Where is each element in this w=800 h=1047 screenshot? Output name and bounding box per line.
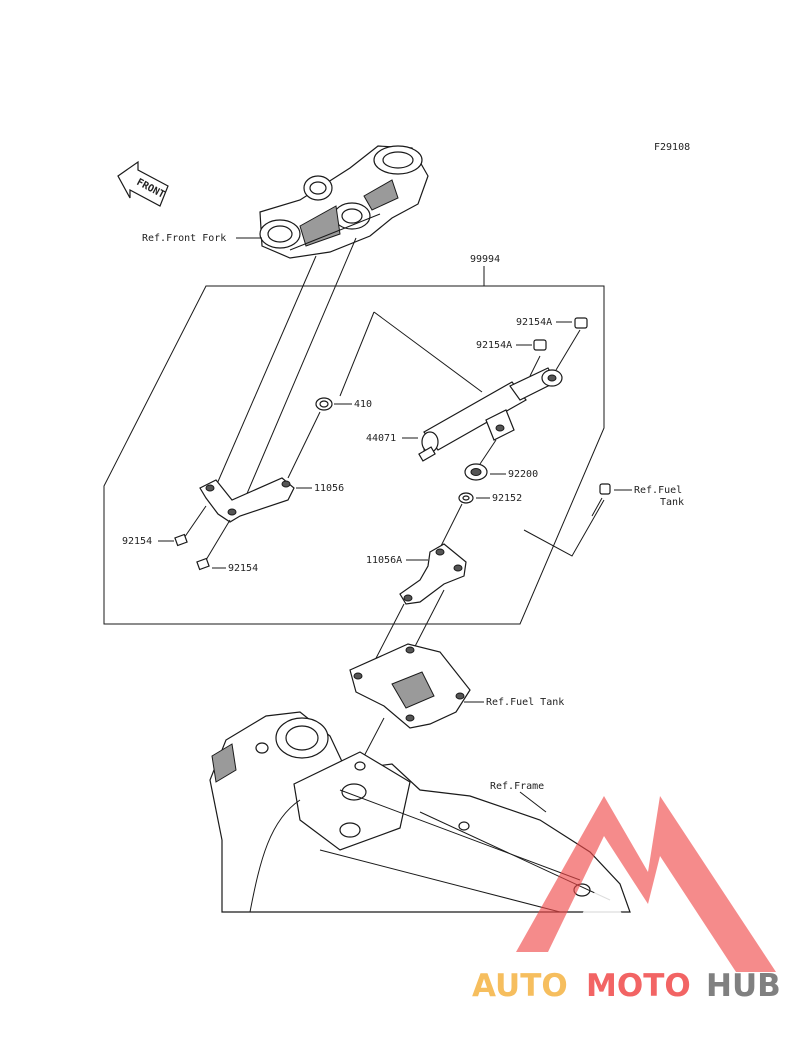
bolt-a-lower-part xyxy=(533,339,547,351)
kit-label: 99994 xyxy=(470,254,500,265)
bolt-a-upper-label: 92154A xyxy=(516,317,552,328)
watermark-part1: AUTO xyxy=(472,968,568,1004)
watermark-part2: MOTO xyxy=(586,968,691,1004)
frame-part xyxy=(209,711,631,913)
bolt-bottom-label: 92154 xyxy=(228,563,258,574)
ref-front-fork-label: Ref.Front Fork xyxy=(142,233,226,244)
bolt-left-part xyxy=(174,533,188,547)
washer-label: 92152 xyxy=(492,493,522,504)
ref-fuel-tank-bolt-label-2: Tank xyxy=(660,497,684,508)
upper-triple-clamp xyxy=(259,145,429,259)
damper-label: 44071 xyxy=(366,433,396,444)
ref-frame-label: Ref.Frame xyxy=(490,781,544,792)
bracket-a-part xyxy=(399,543,467,605)
figure-code: F29108 xyxy=(654,142,690,153)
ref-fuel-tank-bolt-label: Ref.Fuel xyxy=(634,485,682,496)
bracket-part xyxy=(199,477,295,523)
bushing-label: 92200 xyxy=(508,469,538,480)
automotohub-logo: AUTO MOTO HUB xyxy=(472,796,781,1004)
fuel-tank-bolt-part xyxy=(599,483,611,495)
kit-boundary xyxy=(103,285,605,625)
bracket-a-label: 11056A xyxy=(366,555,402,566)
ref-fuel-tank-label: Ref.Fuel Tank xyxy=(486,697,564,708)
bolt-a-lower-label: 92154A xyxy=(476,340,512,351)
collar-label: 410 xyxy=(354,399,372,410)
front-arrow-icon: FRONT xyxy=(117,160,169,207)
steering-damper-part xyxy=(418,367,563,462)
bracket-label: 11056 xyxy=(314,483,344,494)
bolt-bottom-part xyxy=(196,557,210,571)
bolt-left-label: 92154 xyxy=(122,536,152,547)
bolt-a-upper-part xyxy=(574,317,588,329)
fuel-tank-mount-part xyxy=(349,643,471,729)
watermark-part3: HUB xyxy=(706,968,781,1004)
